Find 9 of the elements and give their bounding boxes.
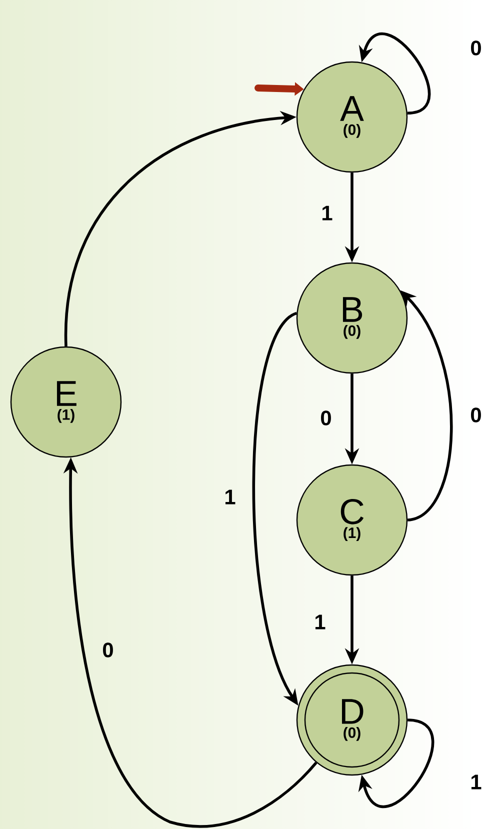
edge-label: 0 <box>321 410 331 426</box>
edge-label: 0 <box>471 40 481 56</box>
edge-label: 1 <box>322 206 332 220</box>
arrow <box>358 718 434 808</box>
edge-label: 0 <box>103 642 113 658</box>
edge-label: 1 <box>472 774 482 790</box>
edge-label: 1 <box>316 614 326 630</box>
edge-label: 0 <box>471 408 481 422</box>
edge-label: 1 <box>226 490 236 504</box>
